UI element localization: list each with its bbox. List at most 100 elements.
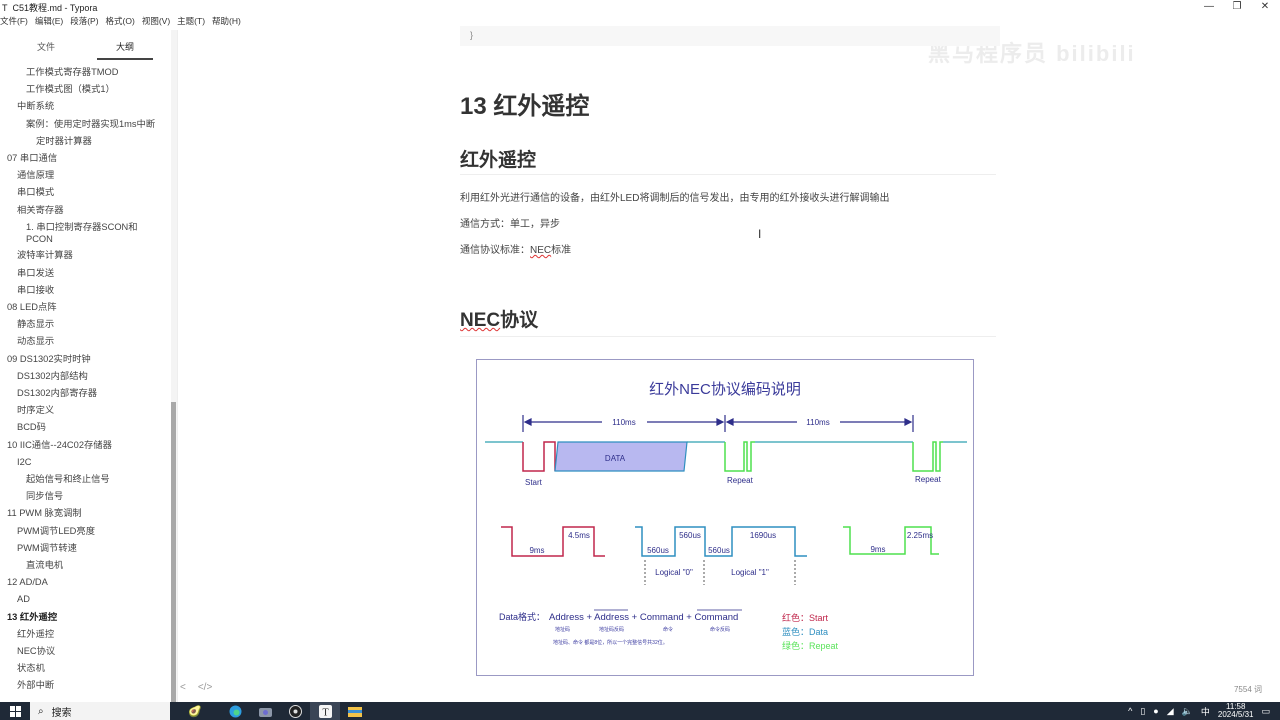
legend-data: 蓝色：Data <box>782 627 829 637</box>
back-icon[interactable]: < <box>180 682 186 693</box>
search-icon: ⌕ <box>38 705 44 717</box>
outline-item[interactable]: 串口接收 <box>17 284 55 295</box>
paragraph-mode: 通信方式：单工，异步 <box>460 219 560 230</box>
diagram-title: 红外NEC协议编码说明 <box>649 381 801 398</box>
outline-item[interactable]: 09 DS1302实时时钟 <box>7 353 91 364</box>
outline-item[interactable]: 10 IIC通信--24C02存储器 <box>7 439 112 450</box>
outline-item[interactable]: 相关寄存器 <box>17 204 64 215</box>
minimize-button[interactable]: — <box>1204 1 1214 12</box>
menu-file[interactable]: 文件(F) <box>0 16 28 26</box>
word-count[interactable]: 7554 词 <box>1233 685 1262 694</box>
network-icon[interactable]: ◢ <box>1166 705 1174 716</box>
outline-item[interactable]: 1. 串口控制寄存器SCON和 <box>26 221 138 232</box>
editor-content[interactable]: 黑马程序员 bilibili } 13 红外遥控 红外遥控 利用红外光进行通信的… <box>178 14 1280 702</box>
menu-view[interactable]: 视图(V) <box>141 16 171 26</box>
heading-divider <box>460 174 996 175</box>
tab-files[interactable]: 文件 <box>37 42 56 52</box>
data-format-text: Address + Address + Command + Command <box>549 612 738 623</box>
outline-item[interactable]: 中断系统 <box>17 101 55 112</box>
tray-expand-icon[interactable]: ^ <box>1128 706 1133 716</box>
ime-indicator[interactable]: 中 <box>1200 706 1210 717</box>
source-code-icon[interactable]: </> <box>197 682 213 693</box>
outline-item[interactable]: 波特率计算器 <box>17 250 73 261</box>
svg-text:Logical "0": Logical "0" <box>655 568 693 577</box>
sidebar-scrollbar-track[interactable] <box>171 30 177 702</box>
outline-item[interactable]: 动态显示 <box>17 336 55 347</box>
menu-paragraph[interactable]: 段落(P) <box>70 16 99 26</box>
paragraph-description: 利用红外光进行通信的设备，由红外LED将调制后的信号发出，由专用的红外接收头进行… <box>460 193 890 204</box>
outline-item[interactable]: 同步信号 <box>26 491 64 502</box>
svg-text:地址码、命令 都是8位，所以一个完整信号共32位。: 地址码、命令 都是8位，所以一个完整信号共32位。 <box>553 639 668 646</box>
svg-text:地址码: 地址码 <box>555 626 570 633</box>
menu-theme[interactable]: 主题(T) <box>177 16 206 26</box>
outline-item[interactable]: 07 串口通信 <box>7 153 58 163</box>
text-cursor: I <box>758 227 762 241</box>
usb-icon[interactable]: ▯ <box>1140 705 1146 716</box>
outline-item[interactable]: 串口发送 <box>17 267 55 278</box>
outline-item[interactable]: DS1302内部结构 <box>17 370 88 381</box>
typora-taskbar-icon[interactable]: T <box>310 702 340 720</box>
outline-item[interactable]: 时序定义 <box>17 405 55 416</box>
outline-item[interactable]: 定时器计算器 <box>36 135 92 146</box>
microphone-icon[interactable]: ● <box>1153 706 1159 716</box>
outline-item[interactable]: PWM调节LED亮度 <box>17 525 95 536</box>
svg-text:9ms: 9ms <box>529 546 544 555</box>
restore-button[interactable]: ❐ <box>1232 1 1242 12</box>
menu-format[interactable]: 格式(O) <box>105 16 135 26</box>
close-button[interactable]: ✕ <box>1260 1 1270 12</box>
file-explorer-icon[interactable] <box>340 702 370 720</box>
outline-item[interactable]: AD <box>17 594 30 605</box>
outline-item[interactable]: 工作模式图（模式1） <box>26 84 115 95</box>
sidebar-tabs: 文件 大纲 <box>0 30 177 60</box>
taskbar-search[interactable]: ⌕ 搜索 <box>30 702 170 720</box>
svg-text:Repeat: Repeat <box>915 475 942 484</box>
heading-nec-protocol: NEC协议 <box>460 310 539 331</box>
outline-item[interactable]: 工作模式寄存器TMOD <box>26 67 119 77</box>
outline-item[interactable]: 13 红外遥控 <box>7 611 58 622</box>
paragraph-protocol: 通信协议标准：NEC标准 <box>460 245 572 256</box>
outline-item[interactable]: PCON <box>26 233 53 244</box>
outline-item[interactable]: DS1302内部寄存器 <box>17 387 98 398</box>
svg-text:560us: 560us <box>647 546 669 555</box>
outline-item[interactable]: 08 LED点阵 <box>7 301 57 312</box>
tab-outline[interactable]: 大纲 <box>116 42 135 52</box>
outline-item[interactable]: 11 PWM 脉宽调制 <box>7 508 82 519</box>
window-title: T C51教程.md - Typora <box>2 3 98 13</box>
code-block-tail[interactable]: } <box>460 26 1000 46</box>
edge-browser-icon[interactable] <box>220 702 250 720</box>
svg-text:地址码反码: 地址码反码 <box>599 626 624 633</box>
heading-1: 13 红外遥控 <box>460 93 590 120</box>
outline-item[interactable]: 起始信号和终止信号 <box>26 473 110 484</box>
nec-protocol-diagram: 红外NEC协议编码说明 110ms 110ms DATA <box>476 359 974 676</box>
outline-item[interactable]: 状态机 <box>17 663 45 674</box>
outline-item[interactable]: I2C <box>17 456 32 467</box>
svg-text:110ms: 110ms <box>806 418 829 427</box>
svg-text:1690us: 1690us <box>750 531 776 540</box>
svg-text:T: T <box>322 707 328 718</box>
outline-item[interactable]: 外部中断 <box>17 680 55 691</box>
outline-item[interactable]: 串口模式 <box>17 187 55 198</box>
svg-text:560us: 560us <box>679 531 701 540</box>
menu-help[interactable]: 帮助(H) <box>212 16 241 26</box>
active-tab-indicator <box>97 58 153 60</box>
sidebar-scrollbar-thumb[interactable] <box>171 402 176 702</box>
svg-text:Start: Start <box>525 478 543 487</box>
outline-item[interactable]: NEC协议 <box>17 645 56 656</box>
notification-icon[interactable]: ▭ <box>1261 705 1270 716</box>
outline-item[interactable]: 通信原理 <box>17 170 55 181</box>
outline-item[interactable]: 静态显示 <box>17 319 55 330</box>
avocado-widget-icon[interactable]: 🥑 <box>188 705 202 718</box>
outline-item[interactable]: 案例：使用定时器实现1ms中断 <box>26 118 156 129</box>
outline-item[interactable]: 直流电机 <box>26 559 64 570</box>
outline-item[interactable]: 红外遥控 <box>17 628 55 639</box>
outline-item[interactable]: 12 AD/DA <box>7 577 48 588</box>
obs-icon[interactable] <box>280 702 310 720</box>
volume-icon[interactable]: 🔈 <box>1181 705 1193 716</box>
camera-app-icon[interactable] <box>250 702 280 720</box>
svg-text:命令: 命令 <box>663 626 673 633</box>
menu-edit[interactable]: 编辑(E) <box>34 16 64 26</box>
start-button[interactable] <box>0 702 30 720</box>
outline-item[interactable]: BCD码 <box>17 422 46 433</box>
outline-item[interactable]: PWM调节转速 <box>17 542 77 553</box>
